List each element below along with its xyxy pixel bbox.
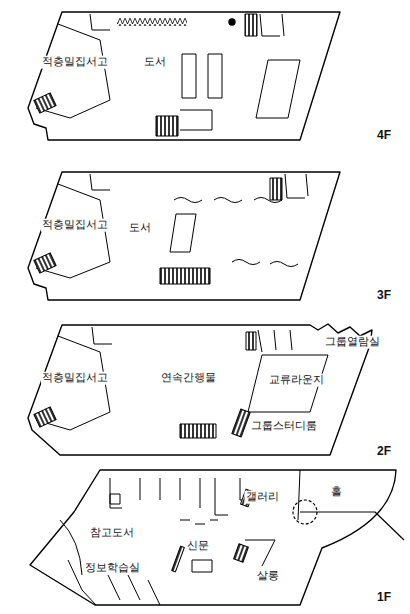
room-label: 적층밀집서고 [41, 372, 109, 385]
floor-label: 1F [376, 591, 392, 605]
room-label: 그룹열람실 [324, 336, 381, 349]
floor-label: 2F [376, 445, 392, 459]
room-label: 도서 [128, 222, 152, 235]
room-label: 교류라운지 [268, 374, 325, 387]
floor-label: 4F [376, 129, 392, 143]
room-label: 적층밀집서고 [41, 56, 109, 69]
floor-4 [28, 12, 340, 140]
room-label: 홀 [330, 486, 343, 499]
room-label: 신문 [186, 540, 210, 553]
room-label: 연속간행물 [160, 372, 217, 385]
room-label: 참고도서 [89, 527, 135, 540]
floor-2 [28, 324, 372, 455]
floor-3 [28, 172, 340, 300]
room-label: 적층밀집서고 [41, 219, 109, 232]
floor-1 [30, 470, 396, 605]
room-label: 살롱 [256, 570, 280, 583]
room-label: 정보학습실 [84, 562, 141, 575]
floor-label: 3F [376, 289, 392, 303]
room-label: 갤러리 [245, 491, 280, 504]
room-label: 도서 [143, 56, 167, 69]
room-label: 그룹스터디룸 [250, 420, 318, 433]
